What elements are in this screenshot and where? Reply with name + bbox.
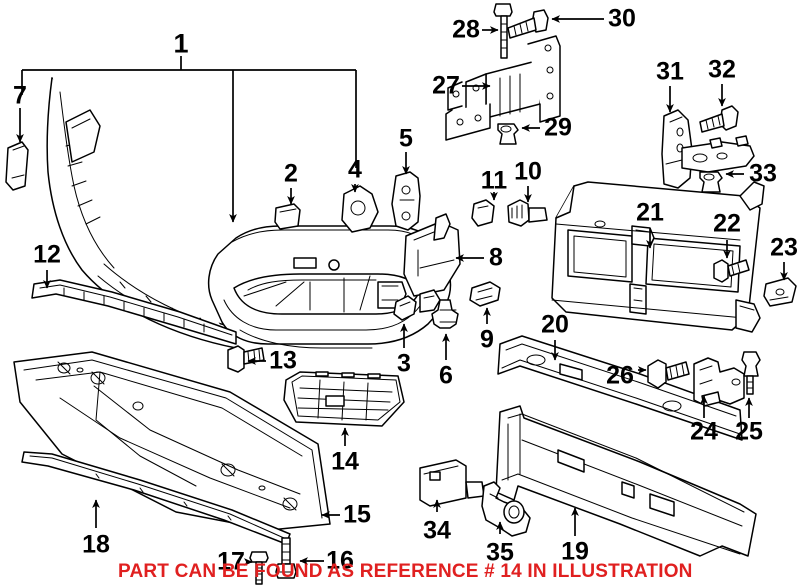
part-33-bracket-nut (699, 171, 723, 193)
part-30-shoulder-bolt (507, 9, 549, 39)
part-13-flange-bolt (227, 345, 265, 373)
leader-1 (21, 56, 357, 223)
callout-label-13: 13 (269, 346, 297, 375)
callout-label-32: 32 (708, 55, 736, 84)
callout-label-21: 21 (636, 198, 664, 227)
part-17-bolt (249, 551, 269, 585)
part-6-rivet (431, 299, 459, 329)
callout-label-16: 16 (326, 546, 354, 575)
part-21-radiator-support (551, 181, 765, 333)
part-19-lower-impact-bar (495, 405, 757, 557)
part-14-grille-insert (283, 371, 405, 427)
watermark-text: PART CAN BE FOUND AS REFERENCE # 14 IN I… (118, 561, 693, 582)
part-25-stud-bolt (741, 351, 761, 395)
callout-label-18: 18 (82, 530, 110, 559)
callout-label-3: 3 (397, 349, 411, 378)
callout-label-2: 2 (284, 159, 298, 188)
callout-label-33: 33 (749, 159, 777, 188)
part-2-clip (274, 203, 301, 230)
callout-label-11: 11 (480, 166, 508, 195)
part-24-bracket (693, 357, 745, 407)
callout-label-4: 4 (348, 155, 362, 184)
callout-label-29: 29 (544, 113, 572, 142)
callout-label-9: 9 (480, 325, 494, 354)
callout-label-28: 28 (452, 15, 480, 44)
callout-label-20: 20 (541, 310, 569, 339)
callout-label-23: 23 (770, 233, 798, 262)
part-7-end-clip (5, 141, 29, 191)
callout-label-25: 25 (735, 417, 763, 446)
callout-label-7: 7 (13, 81, 27, 110)
part-1-bumper-cover-center (207, 225, 452, 349)
callout-label-22: 22 (713, 209, 741, 238)
part-32-bracket-bolt (699, 105, 739, 133)
part-28-long-bolt (493, 3, 513, 59)
callout-label-1: 1 (173, 28, 189, 59)
part-35-parking-sensor (481, 481, 531, 537)
part-20-upper-impact-bar (497, 335, 743, 441)
callout-label-34: 34 (423, 516, 451, 545)
part-23-corner-bracket (763, 277, 797, 307)
part-5-side-bracket (391, 171, 421, 231)
callout-label-26: 26 (606, 361, 634, 390)
part-22-support-screw (713, 259, 750, 283)
part-11-clip (471, 199, 495, 227)
part-3-clip (393, 295, 417, 321)
part-26-flange-screw (647, 359, 690, 389)
part-16-bolt (275, 537, 297, 579)
part-29-cap-nut (497, 123, 519, 145)
part-1-bumper-cover-left (46, 77, 237, 349)
part-10-screw (507, 199, 548, 227)
callout-label-17: 17 (217, 547, 245, 576)
part-4-retainer (341, 185, 379, 233)
part-8-mount-bracket (403, 213, 461, 313)
callout-label-8: 8 (489, 243, 503, 272)
callout-label-15: 15 (343, 500, 371, 529)
callout-label-14: 14 (331, 447, 359, 476)
callout-label-5: 5 (399, 124, 413, 153)
callout-label-31: 31 (656, 57, 684, 86)
part-12-lower-trim (31, 279, 237, 345)
callout-label-12: 12 (33, 240, 61, 269)
callout-label-6: 6 (439, 361, 453, 390)
callout-label-24: 24 (690, 417, 718, 446)
callout-label-27: 27 (432, 71, 460, 100)
callout-label-19: 19 (561, 537, 589, 566)
callout-label-35: 35 (486, 538, 514, 567)
part-15-valance (13, 351, 331, 531)
part-27-crash-box (445, 35, 561, 141)
part-9-push-pin (469, 281, 501, 307)
part-31-headlamp-bracket (661, 109, 755, 189)
callout-label-10: 10 (514, 157, 542, 186)
callout-label-30: 30 (608, 4, 636, 33)
